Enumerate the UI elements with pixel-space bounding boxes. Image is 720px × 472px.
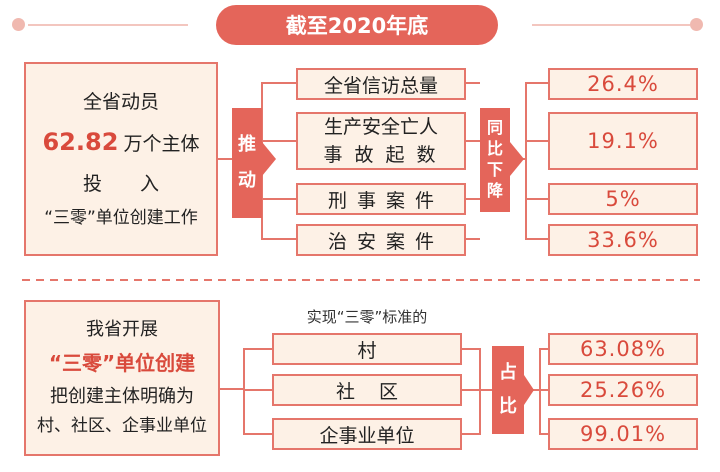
- push-tab: 推 动: [232, 108, 262, 218]
- value-petitions: 26.4%: [548, 68, 698, 100]
- value-enterprise: 99.01%: [548, 418, 698, 450]
- item-village: 村: [272, 333, 462, 365]
- bottom-summary-line4: 村、社区、企事业单位: [37, 416, 207, 437]
- push-char-2: 动: [238, 170, 256, 191]
- decor-line-left: [28, 24, 188, 26]
- item-enterprise: 企事业单位: [272, 418, 462, 450]
- top-summary-line4: “三零”单位创建工作: [44, 207, 198, 228]
- push-char-1: 推: [238, 133, 256, 155]
- yoy-arrow: [510, 142, 524, 176]
- bottom-caption: 实现“三零”标准的: [306, 308, 428, 326]
- item-safety-line2: 事 故 起 数: [323, 144, 439, 166]
- item-community: 社区: [272, 374, 462, 406]
- bottom-summary-line1: 我省开展: [86, 319, 158, 341]
- yoy-decrease-tab: 同 比 下 降: [480, 108, 510, 212]
- push-arrow: [262, 142, 276, 176]
- yoy-char-4: 降: [486, 180, 503, 200]
- top-summary-unit: 万个主体: [123, 133, 200, 156]
- share-char-2: 比: [499, 396, 517, 417]
- bottom-summary-highlight: “三零”单位创建: [48, 350, 196, 375]
- yoy-char-1: 同: [486, 118, 503, 138]
- item-safety-deaths: 生产安全亡人 事 故 起 数: [296, 112, 466, 170]
- top-summary-line3: 投 入: [82, 172, 159, 195]
- value-safety-deaths: 19.1%: [548, 112, 698, 170]
- yoy-char-2: 比: [486, 139, 503, 159]
- value-public-security-cases: 33.6%: [548, 224, 698, 256]
- top-summary-box: 全省动员 62.82 万个主体 投 入 “三零”单位创建工作: [24, 62, 218, 256]
- decor-line-right: [532, 24, 690, 26]
- value-community: 25.26%: [548, 374, 698, 406]
- value-criminal-cases: 5%: [548, 183, 698, 215]
- item-criminal-cases: 刑事案件: [296, 183, 466, 215]
- bottom-summary-box: 我省开展 “三零”单位创建 把创建主体明确为 村、社区、企事业单位: [24, 300, 220, 456]
- decor-dot-right: [690, 18, 703, 31]
- share-arrow: [524, 375, 534, 405]
- item-public-security-cases: 治安案件: [296, 224, 466, 256]
- decor-dot-left: [12, 18, 25, 31]
- yoy-char-3: 下: [486, 160, 503, 179]
- top-summary-line2: 62.82 万个主体: [42, 120, 199, 166]
- bottom-summary-line3: 把创建主体明确为: [50, 385, 194, 407]
- value-village: 63.08%: [548, 333, 698, 365]
- share-char-1: 占: [499, 361, 517, 383]
- top-summary-line1: 全省动员: [82, 90, 159, 113]
- item-safety-line1: 生产安全亡人: [323, 115, 438, 138]
- header-title: 截至2020年底: [216, 5, 498, 45]
- share-tab: 占 比: [492, 346, 524, 434]
- item-petitions: 全省信访总量: [296, 68, 466, 100]
- top-summary-number: 62.82: [42, 128, 119, 157]
